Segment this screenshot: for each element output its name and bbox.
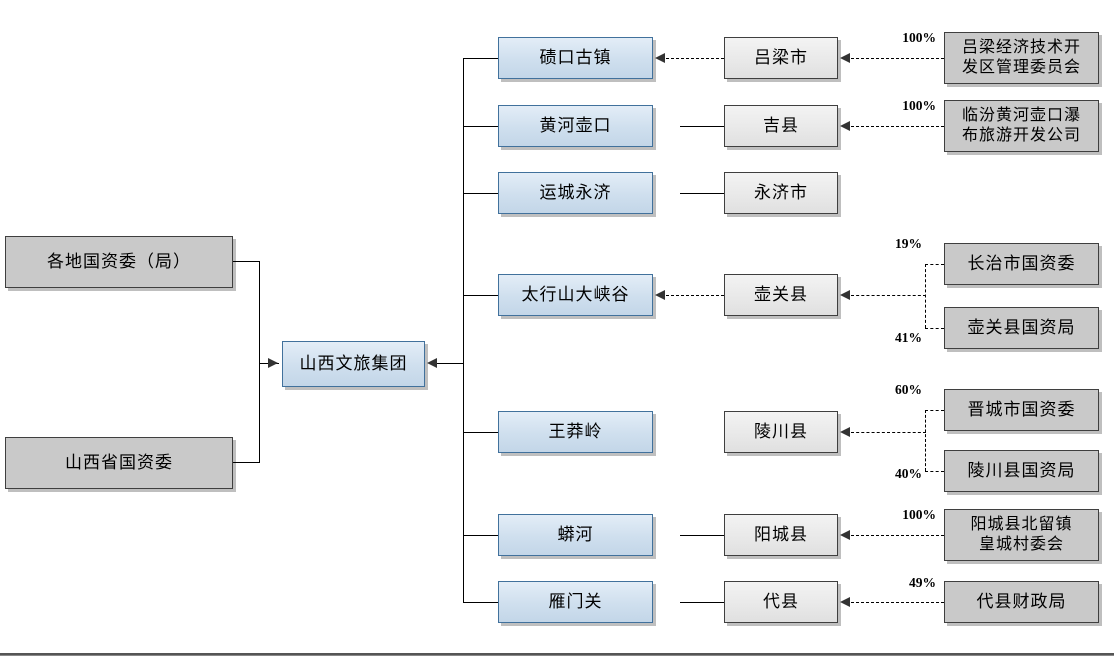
agency-box-linfen-hukou[interactable]: 临汾黄河壶口瀑 布旅游开发公司 — [944, 100, 1099, 152]
agency-label-lvliang-dev: 吕梁经济技术开 发区管理委员会 — [961, 38, 1081, 76]
agency-box-lingchuan-sasac[interactable]: 陵川县国资局 — [944, 450, 1099, 492]
arrowhead-owner-to-center-icon — [268, 358, 278, 368]
project-label-manghe: 蟒河 — [557, 524, 594, 544]
link-jixian-to-huanghe — [680, 126, 724, 127]
agency-label-jincheng-sasac: 晋城市国资委 — [967, 399, 1076, 419]
agency-label-lingchuan-sasac: 陵川县国资局 — [967, 460, 1076, 480]
pct-label-huguan-sasac: 41% — [895, 330, 922, 345]
county-label-lingchuan: 陵川县 — [754, 421, 808, 441]
owner-box-local-sasac[interactable]: 各地国资委（局） — [5, 236, 233, 288]
owner-box-province-sasac[interactable]: 山西省国资委 — [5, 437, 233, 489]
project-label-wangmangling: 王莽岭 — [548, 421, 603, 441]
pct-label-lvliang-dev: 100% — [902, 30, 936, 45]
center-label-group: 山西文旅集团 — [299, 353, 408, 373]
arrowhead-trunk-to-center-icon — [427, 358, 437, 368]
agency-box-lvliang-dev[interactable]: 吕梁经济技术开 发区管理委员会 — [944, 32, 1099, 84]
connector-stub-project-4 — [463, 295, 499, 296]
connector-stub-project-7 — [463, 602, 499, 603]
pct-label-daixian-fin: 49% — [909, 575, 936, 590]
project-box-yuncheng[interactable]: 运城永济 — [498, 172, 653, 214]
arrowhead-lvliang-to-qikou-icon — [655, 53, 665, 63]
link-lvliang-to-qikou — [666, 58, 724, 59]
link-linfen-to-jixian — [851, 126, 944, 127]
project-label-yuncheng: 运城永济 — [539, 182, 612, 202]
arrowhead-lvliangdev-to-lvliang-icon — [840, 53, 850, 63]
link-huguan-to-taihangshan — [666, 295, 724, 296]
center-box-group[interactable]: 山西文旅集团 — [282, 341, 425, 387]
connector-project-trunk — [463, 58, 464, 603]
connector-owner-bottom-stub — [233, 462, 260, 463]
connector-stub-project-2 — [463, 126, 499, 127]
county-label-yangcheng: 阳城县 — [754, 524, 808, 544]
connector-center-to-trunk — [437, 363, 464, 364]
connector-owner-top-stub — [233, 261, 260, 262]
arrowhead-linfen-to-jixian-icon — [840, 121, 850, 131]
owner-label-province-sasac: 山西省国资委 — [65, 452, 173, 472]
pct-label-linfen-hukou: 100% — [902, 98, 936, 113]
project-label-huanghe: 黄河壶口 — [539, 115, 612, 135]
owner-label-local-sasac: 各地国资委（局） — [47, 251, 191, 271]
link-huguan-bracket-spine — [925, 264, 926, 328]
project-box-qikou[interactable]: 碛口古镇 — [498, 37, 653, 79]
agency-box-daixian-fin[interactable]: 代县财政局 — [944, 581, 1099, 623]
agency-label-linfen-hukou: 临汾黄河壶口瀑 布旅游开发公司 — [961, 106, 1081, 144]
project-box-taihangshan[interactable]: 太行山大峡谷 — [498, 274, 653, 316]
link-huguan-bracket-lower — [925, 328, 944, 329]
link-yangcheng-to-manghe — [680, 535, 724, 536]
arrowhead-huguan-bracket-icon — [840, 290, 850, 300]
connector-owner-spine — [259, 261, 260, 463]
agency-box-jincheng-sasac[interactable]: 晋城市国资委 — [944, 389, 1099, 431]
footer-divider — [0, 653, 1114, 656]
agency-box-huguan-sasac[interactable]: 壶关县国资局 — [944, 307, 1099, 349]
link-daixianfin-to-daixian — [851, 602, 944, 603]
county-box-yongji[interactable]: 永济市 — [724, 172, 838, 214]
connector-stub-project-3 — [463, 193, 499, 194]
pct-label-jincheng-sasac: 60% — [895, 382, 922, 397]
county-box-yangcheng[interactable]: 阳城县 — [724, 514, 838, 556]
link-lingchuan-bracket-upper — [925, 410, 944, 411]
county-box-jixian[interactable]: 吉县 — [724, 105, 838, 147]
project-box-wangmangling[interactable]: 王莽岭 — [498, 411, 653, 453]
project-box-huanghe[interactable]: 黄河壶口 — [498, 105, 653, 147]
project-label-yanmenguan: 雁门关 — [548, 591, 603, 611]
agency-box-huangcheng[interactable]: 阳城县北留镇 皇城村委会 — [944, 509, 1099, 561]
link-lingchuan-bracket-lower — [925, 471, 944, 472]
link-yongji-to-yuncheng — [680, 193, 724, 194]
connector-stub-project-6 — [463, 535, 499, 536]
county-box-lvliang[interactable]: 吕梁市 — [724, 37, 838, 79]
pct-label-lingchuan-sasac: 40% — [895, 466, 922, 481]
agency-label-huangcheng: 阳城县北留镇 皇城村委会 — [970, 515, 1073, 553]
link-lingchuan-bracket-spine — [925, 410, 926, 471]
pct-label-changzhi-sasac: 19% — [895, 236, 922, 251]
link-huangcheng-to-yangcheng — [851, 535, 944, 536]
project-box-yanmenguan[interactable]: 雁门关 — [498, 581, 653, 623]
link-lvliangdev-to-lvliang — [851, 58, 944, 59]
pct-label-huangcheng: 100% — [902, 507, 936, 522]
arrowhead-lingchuan-bracket-icon — [840, 427, 850, 437]
connector-stub-project-5 — [463, 432, 499, 433]
arrowhead-daixianfin-to-daixian-icon — [840, 597, 850, 607]
link-daixian-to-yanmenguan — [680, 602, 724, 603]
project-box-manghe[interactable]: 蟒河 — [498, 514, 653, 556]
agency-box-changzhi-sasac[interactable]: 长治市国资委 — [944, 243, 1099, 285]
connector-stub-project-1 — [463, 58, 499, 59]
link-huguan-bracket-upper — [925, 264, 944, 265]
county-label-jixian: 吉县 — [763, 115, 799, 135]
arrowhead-huguan-to-taihangshan-icon — [655, 290, 665, 300]
county-label-lvliang: 吕梁市 — [754, 47, 808, 67]
county-box-huguan[interactable]: 壶关县 — [724, 274, 838, 316]
county-label-huguan: 壶关县 — [754, 284, 808, 304]
agency-label-huguan-sasac: 壶关县国资局 — [967, 317, 1076, 337]
arrowhead-huangcheng-to-yangcheng-icon — [840, 530, 850, 540]
county-label-yongji: 永济市 — [754, 182, 808, 202]
county-box-lingchuan[interactable]: 陵川县 — [724, 411, 838, 453]
county-label-daixian: 代县 — [763, 591, 799, 611]
county-box-daixian[interactable]: 代县 — [724, 581, 838, 623]
agency-label-changzhi-sasac: 长治市国资委 — [967, 253, 1076, 273]
link-lingchuan-bracket-main — [851, 432, 926, 433]
project-label-qikou: 碛口古镇 — [539, 47, 612, 67]
agency-label-daixian-fin: 代县财政局 — [976, 591, 1067, 611]
project-label-taihangshan: 太行山大峡谷 — [521, 284, 630, 304]
link-huguan-bracket-main — [851, 295, 926, 296]
